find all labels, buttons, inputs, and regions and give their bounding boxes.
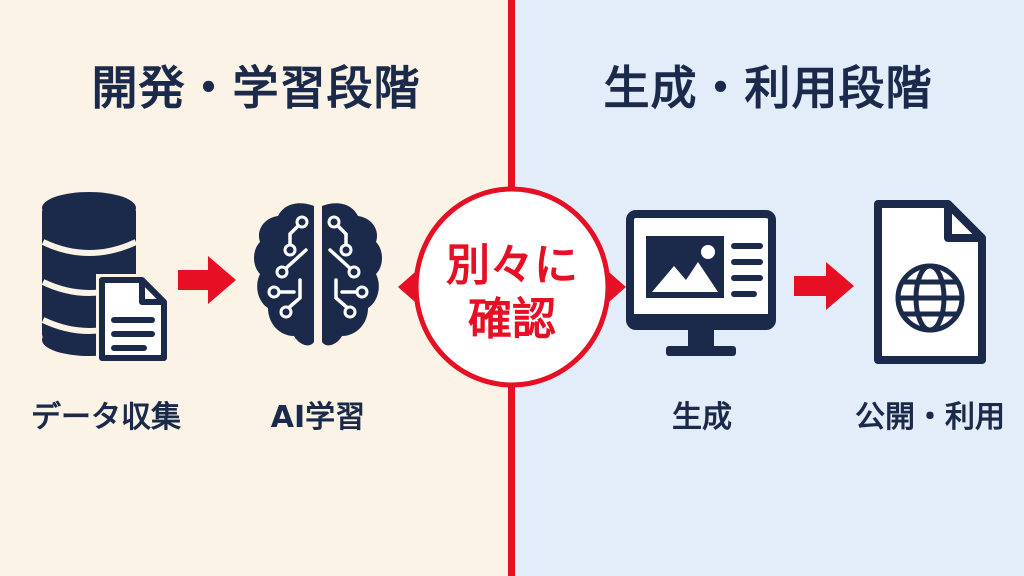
badge-text-line1: 別々に [446, 240, 578, 291]
arrow-right-icon [794, 262, 854, 310]
usage-stage-heading: 生成・利用段階 [603, 61, 933, 115]
monitor-image-icon [626, 210, 776, 356]
database-document-icon [41, 192, 170, 364]
step-label-ai-learning: AI学習 [270, 400, 366, 435]
step-label-data-collection: データ収集 [31, 400, 181, 435]
step-label-publish-use: 公開・利用 [855, 400, 1005, 435]
badge-shape [398, 186, 626, 388]
globe-document-icon [874, 200, 986, 364]
badge-text-line2: 確認 [468, 294, 556, 345]
brain-circuit-icon [254, 203, 382, 346]
development-stage-heading: 開発・学習段階 [91, 61, 421, 115]
step-label-generation: 生成 [672, 400, 732, 435]
separate-check-badge: 別々に 確認 [396, 184, 628, 390]
arrow-right-icon [178, 256, 236, 304]
